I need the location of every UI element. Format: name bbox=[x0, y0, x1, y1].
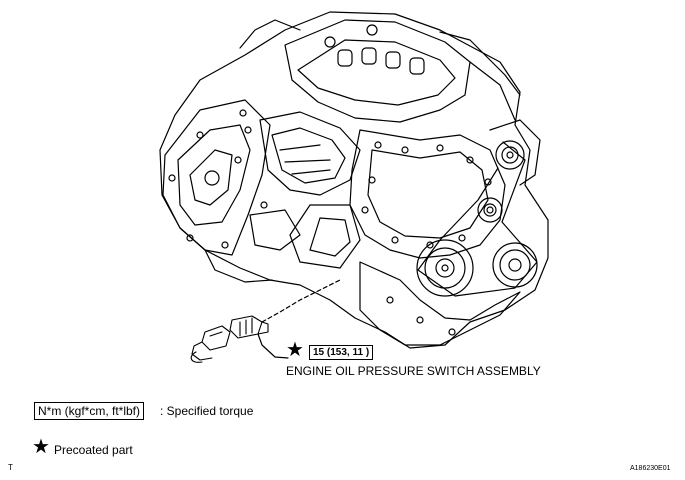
transaxle-housing bbox=[162, 99, 271, 256]
ac-compressor-pulley bbox=[492, 242, 538, 288]
legend-torque-desc: : Specified torque bbox=[160, 404, 254, 418]
install-leader-line bbox=[261, 279, 341, 323]
figure-id: A186230E01 bbox=[630, 465, 671, 472]
crank-pulley bbox=[416, 239, 474, 297]
exhaust-manifold bbox=[259, 111, 361, 196]
precoated-star-icon: ★ bbox=[286, 339, 304, 361]
idler-pulley bbox=[477, 197, 503, 223]
engine-block bbox=[349, 129, 506, 259]
drive-belt bbox=[417, 141, 538, 297]
valve-cover bbox=[284, 19, 471, 123]
legend-star-icon: ★ bbox=[32, 436, 50, 458]
oil-pressure-switch bbox=[229, 315, 269, 339]
legend-torque-unit-box: N*m (kgf*cm, ft*lbf) bbox=[34, 402, 145, 420]
engine-outline bbox=[159, 11, 549, 349]
callout-leader-line bbox=[257, 333, 289, 359]
torque-value-box: 15 (153, 11 ) bbox=[309, 345, 374, 360]
part-name-label: ENGINE OIL PRESSURE SWITCH ASSEMBLY bbox=[286, 364, 541, 378]
footer-left-mark: T bbox=[8, 463, 13, 472]
legend-precoated-desc: Precoated part bbox=[54, 443, 133, 457]
alternator-pulley bbox=[495, 140, 525, 170]
switch-connector bbox=[190, 325, 231, 363]
oil-pan bbox=[359, 261, 521, 346]
